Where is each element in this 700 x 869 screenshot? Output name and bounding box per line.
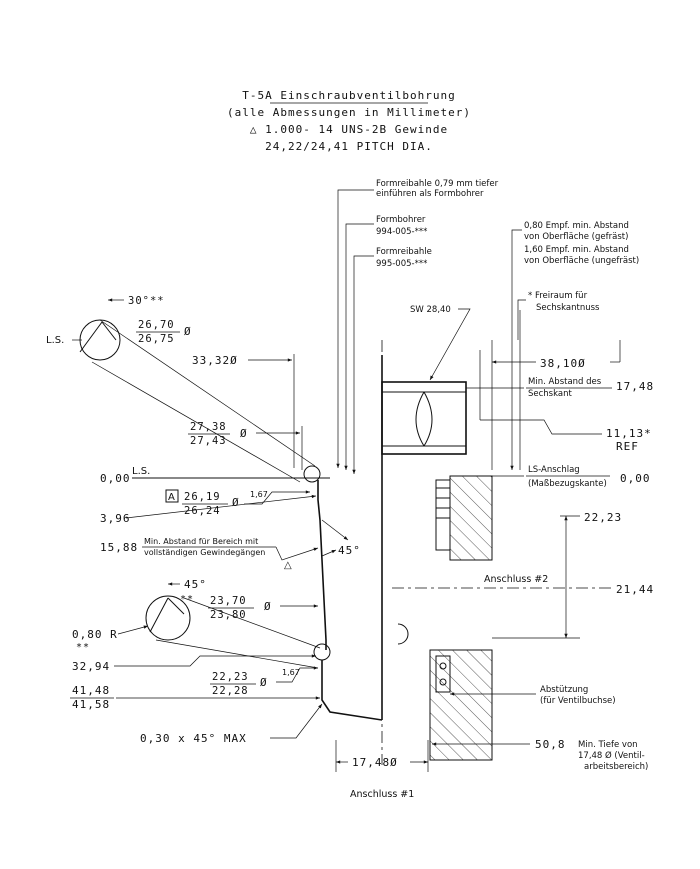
phi-26-70: Ø bbox=[184, 325, 192, 338]
note-formreibahle: Formreibahle bbox=[376, 247, 432, 257]
note-formreibahle-pn: 995-005-*** bbox=[376, 259, 427, 269]
phi-23-70: Ø bbox=[264, 600, 272, 613]
note-min-tiefe-2: 17,48 Ø (Ventil- bbox=[578, 750, 645, 761]
dim-21-44: 21,44 bbox=[616, 583, 654, 596]
dim-33-32: 33,32Ø bbox=[192, 354, 238, 367]
dim-3-96: 3,96 bbox=[100, 512, 131, 525]
dim-41-48: 41,48 bbox=[72, 684, 110, 697]
title-block: T-5A Einschraubventilbohrung (alle Abmes… bbox=[227, 89, 471, 153]
angle-45-b: 45° bbox=[184, 578, 207, 591]
thread-region bbox=[435, 479, 451, 551]
bore-wall-upper bbox=[317, 480, 327, 650]
ref-label: REF bbox=[616, 440, 639, 453]
dim-32-94: 32,94 bbox=[72, 660, 110, 673]
note-abstand-gefraest-2: von Oberfläche (gefräst) bbox=[524, 232, 628, 242]
dim-17-48-hex: 17,48 bbox=[616, 380, 654, 393]
dim-23-80: 23,80 bbox=[210, 609, 247, 621]
note-min-abstand-gewinde-2: vollständigen Gewindegängen bbox=[144, 548, 265, 557]
title-line-1: T-5A Einschraubventilbohrung bbox=[242, 89, 455, 102]
detail-45deg: 45° ** 23,70 23,80 Ø 0,80 R ** 32,94 22,… bbox=[70, 578, 331, 745]
detail-circle-upper bbox=[303, 465, 321, 483]
cavity-profile bbox=[317, 310, 612, 765]
datum-a: A bbox=[168, 492, 175, 503]
note-formbohrer: Formbohrer bbox=[376, 215, 426, 225]
hatch-section-upper bbox=[449, 475, 493, 561]
dim-41-58: 41,58 bbox=[72, 698, 110, 711]
note-freiraum-1: * Freiraum für bbox=[528, 291, 588, 301]
note-abstand-ungefraest-1: 1,60 Empf. min. Abstand bbox=[524, 245, 629, 255]
dim-27-38: 27,38 bbox=[190, 421, 227, 433]
dim-26-19: 26,19 bbox=[184, 491, 221, 503]
dim-38-10: 38,10Ø bbox=[540, 357, 586, 370]
title-line-4: 24,22/24,41 PITCH DIA. bbox=[265, 140, 433, 153]
dim-50-8: 50,8 bbox=[535, 738, 566, 751]
note-ls-anschlag-1: LS-Anschlag bbox=[528, 465, 580, 475]
dim-zero-left: 0,00 bbox=[100, 472, 131, 485]
dim-22-23: 22,23 bbox=[584, 511, 622, 524]
right-dimensions: 38,10Ø Min. Abstand des Sechskant 17,48 … bbox=[432, 340, 654, 772]
dim-26-75: 26,75 bbox=[138, 333, 175, 345]
ls-label-top: L.S. bbox=[46, 335, 64, 346]
title-line-2: (alle Abmessungen in Millimeter) bbox=[227, 106, 471, 119]
port-1-arc bbox=[397, 623, 409, 645]
dim-26-70: 26,70 bbox=[138, 319, 175, 331]
phi-22-23: Ø bbox=[260, 676, 268, 689]
datum-a-box bbox=[165, 489, 179, 503]
label-anschluss-1: Anschluss #1 bbox=[350, 789, 414, 800]
note-min-abstand-sechskant-2: Sechskant bbox=[528, 389, 572, 399]
detail-circle-lower-cavity bbox=[313, 643, 331, 661]
stars-1: ** bbox=[180, 594, 194, 605]
radius-1-67-b: 1,67 bbox=[282, 668, 300, 677]
dim-zero-right: 0,00 bbox=[620, 472, 651, 485]
top-notes: Formreibahle 0,79 mm tiefer einführen al… bbox=[336, 179, 639, 474]
dim-11-13: 11,13* bbox=[606, 427, 652, 440]
note-abstuetzung-1: Abstützung bbox=[540, 685, 588, 695]
note-min-abstand-sechskant-1: Min. Abstand des bbox=[528, 377, 602, 387]
chamfer-note: 0,30 x 45° MAX bbox=[140, 732, 247, 745]
dim-15-88: 15,88 bbox=[100, 541, 138, 554]
note-sw: SW 28,40 bbox=[410, 305, 451, 315]
phi-27-38: Ø bbox=[240, 427, 248, 440]
dim-27-43: 27,43 bbox=[190, 435, 227, 447]
note-ls-anschlag-2: (Maßbezugskante) bbox=[528, 479, 607, 489]
angle-45-a: 45° bbox=[338, 544, 361, 557]
note-formreibahle-tief-2: einführen als Formbohrer bbox=[376, 189, 484, 199]
note-formreibahle-tief-1: Formreibahle 0,79 mm tiefer bbox=[376, 179, 499, 189]
bore-wall-lower bbox=[321, 660, 383, 721]
dim-22-23-b: 22,23 bbox=[212, 671, 249, 683]
ls-label-mid: L.S. bbox=[132, 466, 150, 477]
note-min-tiefe-3: arbeitsbereich) bbox=[584, 762, 648, 772]
dim-23-70: 23,70 bbox=[210, 595, 247, 607]
note-abstand-gefraest-1: 0,80 Empf. min. Abstand bbox=[524, 221, 629, 231]
detail-circle-top bbox=[79, 319, 121, 361]
dim-17-48-bottom: 17,48Ø bbox=[352, 756, 398, 769]
hatch-section-lower bbox=[429, 649, 493, 761]
radius-1-67-a: 1,67 bbox=[250, 490, 268, 499]
note-abstand-ungefraest-2: von Oberfläche (ungefräst) bbox=[524, 256, 639, 266]
stars-2: ** bbox=[76, 642, 90, 653]
note-min-abstand-gewinde-1: Min. Abstand für Bereich mit bbox=[144, 537, 258, 546]
detail-30deg: L.S. 30°** 26,70 26,75 Ø bbox=[46, 295, 316, 483]
detail-circle-lower bbox=[145, 595, 191, 641]
dim-22-28: 22,28 bbox=[212, 685, 249, 697]
note-abstuetzung-2: (für Ventilbuchse) bbox=[540, 696, 616, 706]
triangle-symbol: △ bbox=[284, 560, 292, 571]
radius-0-80: 0,80 R bbox=[72, 628, 118, 641]
note-min-tiefe-1: Min. Tiefe von bbox=[578, 740, 638, 750]
title-line-3: △ 1.000- 14 UNS-2B Gewinde bbox=[250, 123, 448, 136]
note-formbohrer-pn: 994-005-*** bbox=[376, 227, 427, 237]
phi-26-19: Ø bbox=[232, 496, 240, 509]
left-dimensions: 33,32Ø 27,38 27,43 Ø 0,00 L.S. A 26,19 2… bbox=[100, 354, 361, 571]
label-anschluss-2: Anschluss #2 bbox=[484, 574, 548, 585]
bottom-dimensions: 17,48Ø Anschluss #1 bbox=[335, 740, 429, 800]
angle-30: 30°** bbox=[128, 295, 165, 307]
note-freiraum-2: Sechskantnuss bbox=[536, 303, 600, 313]
